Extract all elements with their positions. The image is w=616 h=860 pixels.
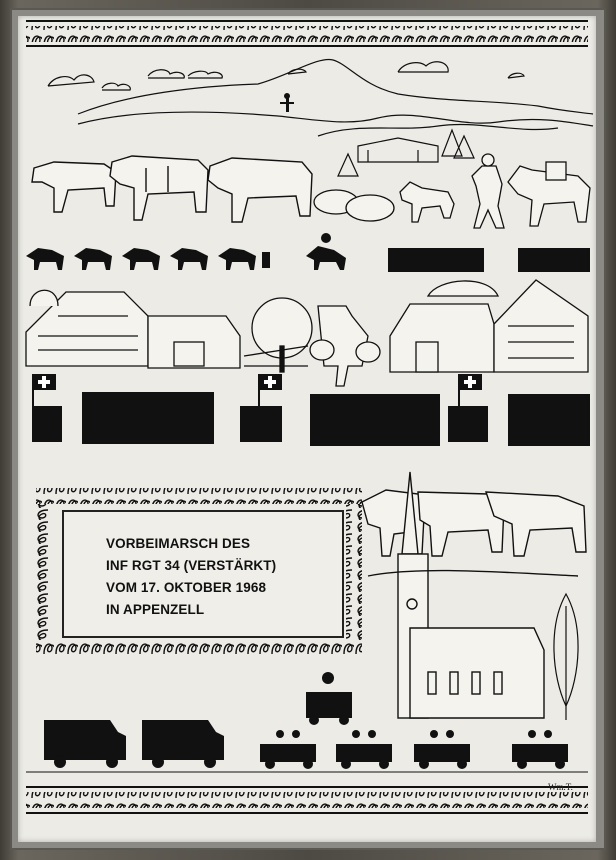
poster-paper: VORBEIMARSCH DES INF RGT 34 (VERSTÄRKT) … (18, 16, 596, 842)
mountain-landscape (47, 58, 594, 137)
military-vehicle-convoy (44, 672, 568, 769)
jeep-icon (260, 744, 316, 762)
jeep-icon (306, 692, 352, 718)
title-ornament-frame (36, 488, 362, 656)
top-ornament-border (26, 20, 588, 47)
hiker-and-pack-horse (471, 153, 591, 229)
cow-procession-lower (361, 489, 587, 557)
poplar-tree (553, 592, 579, 720)
church-icon (367, 471, 579, 719)
truck-icon (142, 720, 224, 760)
troop-formation-upper (388, 248, 590, 272)
bottom-ornament-border (26, 786, 588, 814)
alpine-hut (357, 137, 439, 163)
farmer-on-hill (280, 93, 294, 112)
title-line-4: IN APPENZELL (106, 602, 205, 617)
cow-procession-top (31, 155, 313, 223)
title-line-2: INF RGT 34 (VERSTÄRKT) (106, 558, 277, 573)
swiss-flag-icon (32, 374, 56, 442)
marching-troops-row (32, 374, 590, 446)
artist-signature: Wm.T. (548, 782, 573, 792)
cow-icon (109, 155, 209, 221)
goat-icon (399, 181, 455, 223)
scherenschnitt-illustration (25, 20, 594, 814)
title-panel: VORBEIMARSCH DES INF RGT 34 (VERSTÄRKT) … (62, 510, 344, 638)
fir-trees-top (337, 128, 475, 177)
cow-icon (31, 161, 117, 213)
jeep-icon (414, 744, 470, 762)
village-scene (25, 279, 589, 387)
jeep-icon (512, 744, 568, 762)
jeep-icon (336, 744, 392, 762)
pigs-and-goat (313, 181, 455, 223)
cow-icon (485, 491, 587, 557)
truck-icon (44, 720, 126, 760)
horse-icon (507, 165, 591, 227)
title-line-1: VORBEIMARSCH DES (106, 536, 251, 551)
cow-icon (207, 157, 313, 223)
title-line-3: VOM 17. OKTOBER 1968 (106, 580, 267, 595)
horse-cart-row (26, 233, 346, 270)
